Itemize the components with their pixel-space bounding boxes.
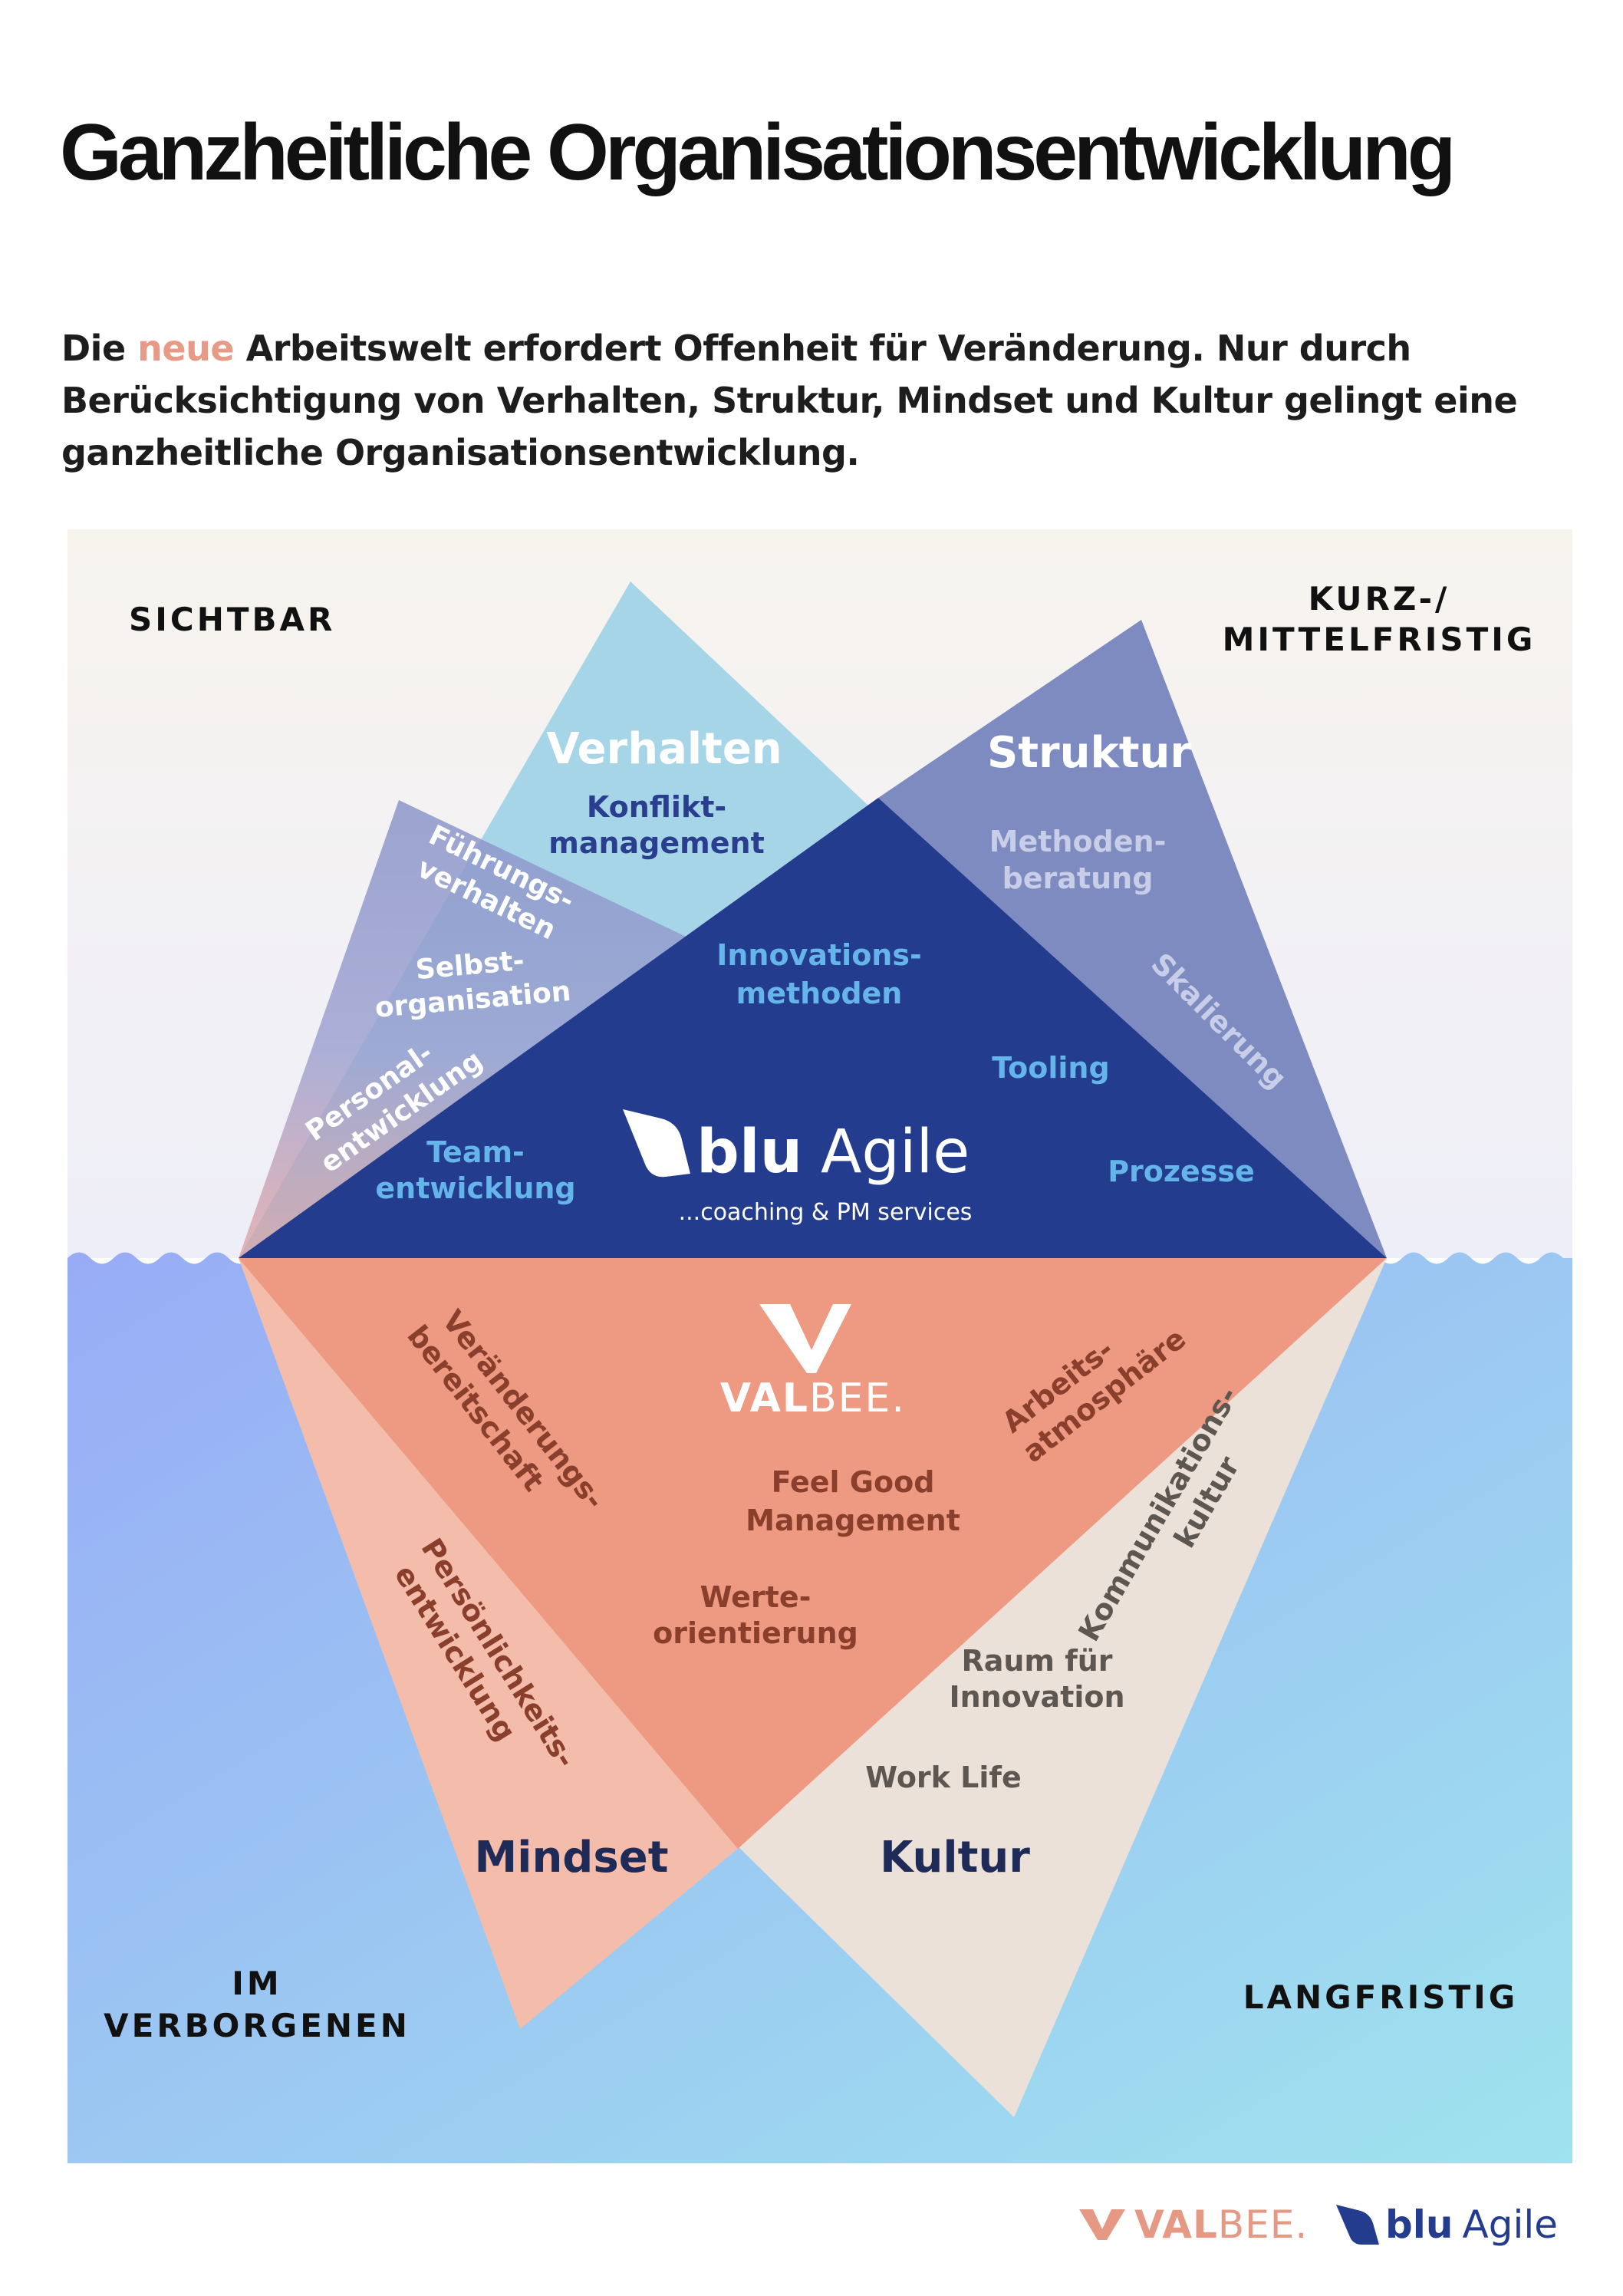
valbee-logo-val: VAL xyxy=(720,1375,809,1421)
innovation-line1: Innovations- xyxy=(716,938,922,972)
page-title: Ganzheitliche Organisationsentwicklung xyxy=(60,108,1456,197)
intro-part1: Die xyxy=(61,328,138,369)
konflikt-line1: Konflikt- xyxy=(587,790,726,824)
prozesse-label: Prozesse xyxy=(1108,1155,1255,1188)
feelgood-line1: Feel Good xyxy=(772,1465,935,1499)
valbee-footer-icon xyxy=(1079,2209,1125,2240)
valbee-logo-icon xyxy=(759,1304,851,1373)
label-kurz: KURZ-/ xyxy=(1309,580,1450,618)
kultur-triangle xyxy=(732,1258,1387,2117)
innovation-line2: methoden xyxy=(736,977,903,1010)
footer-blu: blu xyxy=(1385,2202,1453,2247)
label-im: IM xyxy=(232,1965,281,2002)
blu-agile-logo: blu Agile ...coaching & PM services xyxy=(623,1109,972,1226)
mindset-triangle xyxy=(239,1258,775,2029)
label-mittelfristig: MITTELFRISTIG xyxy=(1223,621,1536,658)
konflikt-line2: management xyxy=(548,826,765,860)
worklife-label: Work Life xyxy=(865,1761,1021,1794)
intro-accent-word: neue xyxy=(137,328,235,369)
footer-blu-agile-logo: blu Agile xyxy=(1335,2194,1558,2255)
footer-agile: Agile xyxy=(1462,2202,1559,2247)
label-sichtbar: SICHTBAR xyxy=(129,601,335,638)
blu-logo-blu: blu xyxy=(696,1118,802,1187)
salmon-triangle xyxy=(239,1258,1387,1849)
blu-footer-icon xyxy=(1336,2205,1379,2245)
fuehrung-triangle xyxy=(239,800,694,1258)
methoden-line1: Methoden- xyxy=(989,825,1167,858)
blu-logo-tagline: ...coaching & PM services xyxy=(679,1199,973,1226)
werte-line1: Werte- xyxy=(700,1580,812,1614)
methoden-line2: beratung xyxy=(1002,861,1154,895)
team-line2: entwicklung xyxy=(375,1171,575,1205)
intro-part2: Arbeitswelt erfordert Offenheit für Verä… xyxy=(61,328,1518,473)
footer-valbee-bee: BEE. xyxy=(1217,2202,1309,2247)
intro-text: Die neue Arbeitswelt erfordert Offenheit… xyxy=(61,322,1580,479)
raum-line1: Raum für xyxy=(961,1644,1112,1678)
werte-line2: orientierung xyxy=(653,1616,858,1650)
blu-logo-icon xyxy=(623,1109,690,1178)
valbee-logo: VAL BEE. xyxy=(720,1304,906,1421)
valbee-logo-bee: BEE. xyxy=(809,1375,906,1421)
raum-line2: Innovation xyxy=(949,1680,1124,1714)
label-verborgenen: VERBORGENEN xyxy=(104,2007,410,2044)
title-kultur: Kultur xyxy=(880,1833,1030,1883)
team-line1: Team- xyxy=(426,1135,525,1169)
title-mindset: Mindset xyxy=(475,1833,669,1883)
blu-logo-agile: Agile xyxy=(821,1118,970,1187)
footer-valbee-val: VAL xyxy=(1134,2202,1218,2247)
title-struktur: Struktur xyxy=(987,728,1191,778)
feelgood-line2: Management xyxy=(746,1504,960,1537)
center-triangle xyxy=(239,798,1387,1258)
tooling-label: Tooling xyxy=(992,1051,1109,1085)
struktur-triangle xyxy=(878,620,1387,1258)
label-langfristig: LANGFRISTIG xyxy=(1243,1978,1519,2016)
title-verhalten: Verhalten xyxy=(546,724,782,774)
